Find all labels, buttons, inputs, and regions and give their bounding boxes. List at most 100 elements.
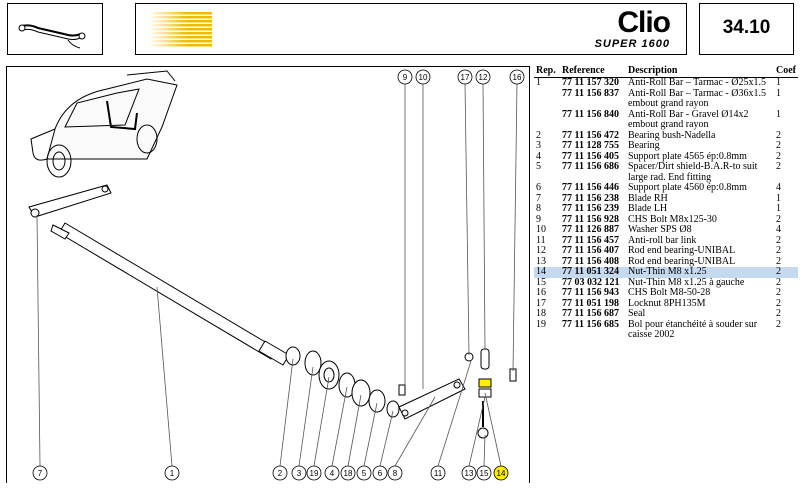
cell-reference: 77 11 156 446: [562, 182, 619, 193]
cell-rep: 17: [536, 297, 546, 309]
callout-label: 17: [461, 73, 470, 82]
cell-description: Nut-Thin M8 x1.25 à gauche: [628, 276, 745, 288]
cell-rep: 16: [536, 287, 546, 298]
callout-leader: [484, 392, 502, 467]
cell-rep: 7: [536, 192, 541, 204]
cell-coef: 2: [776, 308, 781, 319]
cell-rep: 4: [536, 150, 541, 162]
cell-description: Bearing: [628, 140, 660, 151]
cell-rep: 9: [536, 213, 541, 225]
callout-circle: [415, 69, 431, 85]
cell-reference: 77 11 156 686: [562, 161, 619, 172]
callout-circle: [430, 465, 446, 481]
cell-coef: 1: [776, 77, 781, 88]
callout-leader: [394, 396, 436, 467]
cell-coef: 1: [776, 108, 781, 120]
cell-description: Blade RH: [628, 192, 668, 204]
callout-leader: [347, 394, 362, 467]
callout-circle: [340, 465, 356, 481]
callout-label: 16: [513, 73, 522, 82]
cell-rep: [534, 89, 560, 110]
header-thumbnail-box: [7, 3, 103, 55]
cell-reference: 77 11 156 472: [562, 129, 619, 141]
cell-rep: 18: [536, 308, 546, 319]
cell-rep: 2: [536, 129, 541, 141]
callout-circle: [493, 465, 509, 481]
cell-description: CHS Bolt M8-50-28: [628, 287, 711, 298]
callout-circle: [476, 465, 492, 481]
callout-circle: [457, 69, 473, 85]
callout-leader: [156, 286, 173, 467]
callout-label: 2: [278, 469, 283, 478]
blade-lh: [398, 378, 466, 420]
cell-reference: 77 11 051 324: [560, 266, 626, 278]
cell-rep: 10: [536, 224, 546, 235]
cell-coef: 2: [776, 150, 781, 162]
callout-leader: [512, 83, 518, 372]
brand-name: Clio: [617, 6, 671, 39]
callout-leader: [464, 83, 470, 356]
cell-rep: 1: [536, 77, 541, 88]
callout-circle: [306, 465, 322, 481]
stripe-fade: [148, 10, 188, 50]
parts-table-header: Rep. Reference Description Coef: [534, 64, 798, 78]
cell-coef: 1: [776, 203, 781, 214]
cell-coef: 1: [776, 87, 781, 99]
callout-leader: [482, 83, 486, 350]
callout-circle: [356, 465, 372, 481]
header-page-box: 34.10: [699, 3, 794, 55]
callout-label: 15: [480, 469, 489, 478]
cell-coef: 2: [776, 287, 781, 298]
col-header-rep: Rep.: [536, 65, 556, 76]
callout-circle: [461, 465, 477, 481]
cell-description: Nut-Thin M8 x1.25: [626, 266, 774, 278]
cell-coef: 2: [776, 276, 781, 288]
cell-rep: 14: [534, 266, 560, 278]
cell-rep: 6: [536, 182, 541, 193]
cell-rep: [534, 110, 560, 131]
callout-leader: [379, 410, 394, 467]
callout-leader: [437, 360, 472, 467]
cell-coef: 4: [776, 224, 781, 235]
brand-stripes-icon: [148, 10, 212, 50]
callout-label: 18: [344, 469, 353, 478]
callout-circle: [509, 69, 525, 85]
bearing-stack: [285, 346, 400, 418]
brand-logo: Clio SUPER 1600: [595, 6, 671, 51]
callout-label: 9: [403, 73, 408, 82]
cell-reference: 77 11 051 198: [562, 297, 619, 309]
callout-label: 6: [378, 469, 383, 478]
callout-circle: [387, 465, 403, 481]
cell-description: Bol pour étanchéité à souder sur caisse …: [628, 318, 758, 340]
cell-reference: 77 03 032 121: [562, 276, 620, 288]
callout-circle: [272, 465, 288, 481]
cell-rep: 13: [536, 255, 546, 267]
callout-leader: [36, 214, 41, 467]
callout-label: 19: [310, 469, 319, 478]
cell-rep: 8: [536, 203, 541, 214]
callout-circle: [372, 465, 388, 481]
cell-coef: 2: [776, 129, 781, 141]
cell-reference: 77 11 156 928: [562, 213, 619, 225]
cell-rep: 3: [536, 140, 541, 151]
cell-reference: 77 11 156 239: [562, 203, 619, 214]
cell-rep: 15: [536, 276, 546, 288]
cell-rep: 19: [536, 318, 546, 330]
callout-label: 4: [330, 469, 335, 478]
callout-label: 13: [465, 469, 474, 478]
